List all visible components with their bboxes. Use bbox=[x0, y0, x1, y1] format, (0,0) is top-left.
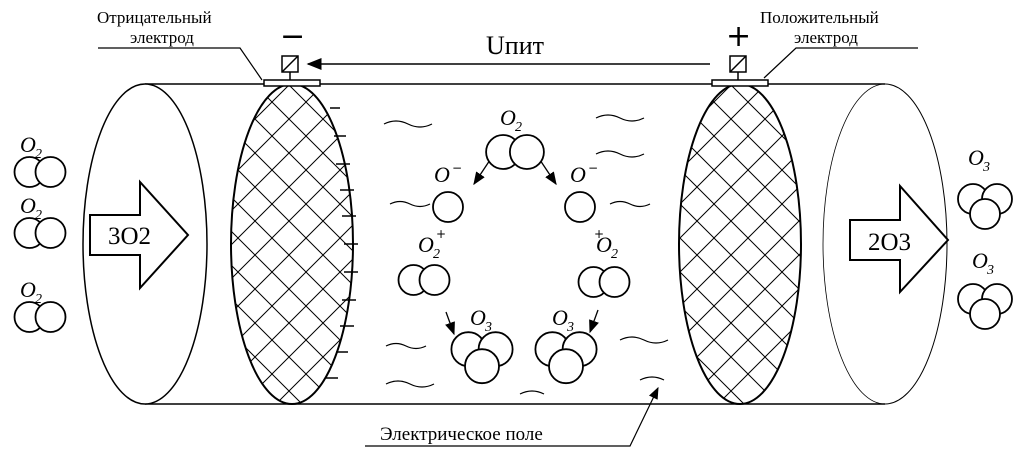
oxygen-atom bbox=[969, 198, 1001, 230]
field-lines bbox=[383, 114, 669, 395]
o3-label-sub: 3 bbox=[484, 320, 492, 335]
o-ion-label: O bbox=[570, 162, 586, 187]
oxygen-atom bbox=[464, 348, 500, 385]
voltage-label: Uпит bbox=[486, 31, 544, 60]
oxygen-atom bbox=[34, 301, 67, 333]
output-flow-label: 2O3 bbox=[868, 229, 911, 256]
o2-label: O bbox=[20, 132, 36, 157]
o3-label: O bbox=[470, 305, 486, 330]
o2-label: O bbox=[20, 193, 36, 218]
o-ion-charge: − bbox=[588, 161, 598, 175]
oxygen-ion bbox=[564, 191, 596, 223]
o2-ion-charge: + bbox=[594, 227, 604, 241]
o2-ion-charge: + bbox=[436, 227, 446, 241]
o3-label-sub: 3 bbox=[566, 320, 574, 335]
positive-electrode bbox=[678, 83, 802, 405]
o2-label-sub: 2 bbox=[35, 292, 42, 307]
positive-electrode-leader bbox=[763, 47, 918, 79]
reaction-arrows bbox=[445, 159, 599, 336]
positive-electrode-label-line2: электрод bbox=[794, 28, 858, 47]
oxygen-ion bbox=[432, 191, 464, 223]
input-flow-label: 3O2 bbox=[108, 223, 151, 250]
negative-electrode bbox=[230, 83, 358, 405]
o-ion-label: O bbox=[434, 162, 450, 187]
oxygen-atom bbox=[969, 298, 1001, 330]
o3-label-sub: 3 bbox=[982, 160, 990, 175]
o3-label: O bbox=[552, 305, 568, 330]
negative-terminal bbox=[263, 55, 321, 87]
oxygen-atom bbox=[598, 266, 631, 298]
negative-electrode-label-line1: Отрицательный bbox=[97, 8, 212, 27]
negative-charges bbox=[326, 107, 358, 379]
negative-electrode-leader bbox=[98, 47, 263, 81]
o3-label-sub: 3 bbox=[986, 263, 994, 278]
o-ion-charge: − bbox=[452, 161, 462, 175]
o2-label-sub: 2 bbox=[35, 147, 42, 162]
o2-label-sub: 2 bbox=[515, 120, 522, 135]
oxygen-atom bbox=[548, 348, 584, 385]
o2-ion-label-sub: 2 bbox=[433, 247, 440, 262]
negative-electrode-label-line2: электрод bbox=[130, 28, 194, 47]
o3-label: O bbox=[968, 145, 984, 170]
positive-terminal bbox=[711, 55, 769, 87]
plus-sign: + bbox=[726, 19, 751, 54]
o2-ion-label: O bbox=[418, 232, 434, 257]
electric-field-label: Электрическое поле bbox=[380, 424, 543, 445]
input-arrow: 3O2 bbox=[89, 179, 190, 291]
o2-label: O bbox=[20, 277, 36, 302]
positive-electrode-label-line1: Положительный bbox=[760, 8, 879, 27]
o2-label-sub: 2 bbox=[35, 208, 42, 223]
voltage-arrow: Uпит bbox=[306, 30, 710, 70]
oxygen-atom bbox=[34, 156, 67, 188]
oxygen-atom bbox=[34, 217, 67, 249]
o2-label: O bbox=[500, 105, 516, 130]
o2-ion-label: O bbox=[596, 232, 612, 257]
minus-sign: − bbox=[280, 19, 305, 54]
electric-field-leader bbox=[365, 386, 659, 447]
oxygen-atom bbox=[509, 134, 545, 170]
o3-label: O bbox=[972, 248, 988, 273]
output-arrow: 2O3 bbox=[849, 183, 950, 295]
o2-ion-label-sub: 2 bbox=[611, 247, 618, 262]
oxygen-atom bbox=[418, 264, 451, 296]
